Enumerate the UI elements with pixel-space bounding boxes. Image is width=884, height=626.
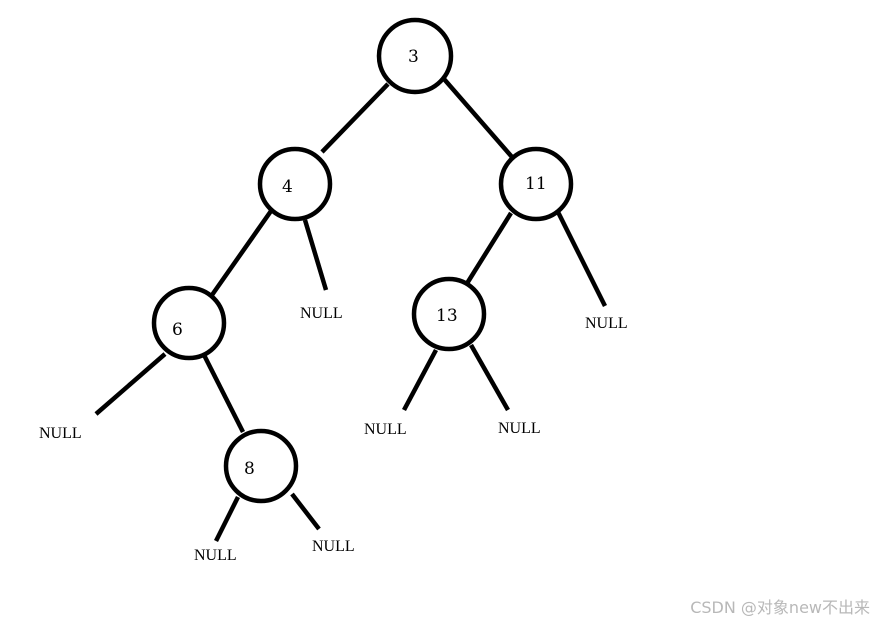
edge-6-null <box>94 352 167 416</box>
edge-6-8 <box>200 351 246 434</box>
null-label: NULL <box>300 305 343 322</box>
edge-4-null <box>302 219 329 291</box>
edge-8-null-right <box>290 492 321 531</box>
watermark: CSDN @对象new不出来 <box>690 598 870 617</box>
edge-11-13 <box>464 211 513 287</box>
edge-11-null <box>555 210 608 308</box>
edge-13-null-left <box>402 348 438 412</box>
null-label: NULL <box>364 421 407 438</box>
edges <box>94 77 608 543</box>
tree-node-13: 13 <box>411 276 487 352</box>
null-label: NULL <box>585 315 628 332</box>
tree-node-4: 4 <box>257 146 333 222</box>
node-value: 6 <box>172 320 183 340</box>
node-value: 8 <box>244 459 255 479</box>
node-value: 3 <box>408 47 419 67</box>
null-label: NULL <box>39 425 82 442</box>
node-value: 11 <box>525 174 547 194</box>
node-value: 4 <box>282 177 293 197</box>
tree-node-11: 11 <box>498 146 574 222</box>
edge-3-4 <box>320 82 390 154</box>
null-label: NULL <box>194 547 237 564</box>
tree-node-8: 8 <box>223 428 299 504</box>
null-label: NULL <box>312 538 355 555</box>
null-label: NULL <box>498 420 541 437</box>
node-value: 13 <box>436 306 458 326</box>
null-labels: NULL NULL NULL NULL NULL NULL NULL <box>39 305 628 564</box>
edge-13-null-right <box>469 343 510 412</box>
tree-node-3: 3 <box>376 17 454 95</box>
edge-3-11 <box>442 77 514 159</box>
edge-8-null-left <box>213 495 241 543</box>
edge-4-6 <box>210 209 273 297</box>
tree-node-6: 6 <box>151 285 227 361</box>
